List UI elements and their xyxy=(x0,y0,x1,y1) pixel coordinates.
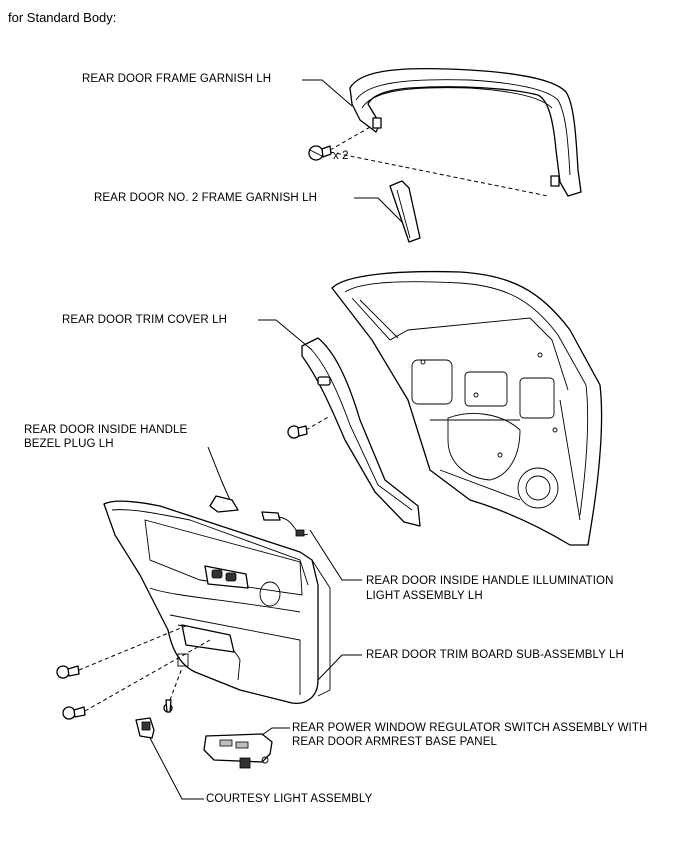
label-illumination-line2: LIGHT ASSEMBLY LH xyxy=(366,590,483,602)
label-switch-line1: REAR POWER WINDOW REGULATOR SWITCH ASSEM… xyxy=(292,722,648,734)
rear-door-frame-garnish-part xyxy=(349,67,582,197)
diagram-variant-heading: for Standard Body: xyxy=(8,10,117,25)
label-bezel-plug-line2: BEZEL PLUG LH xyxy=(24,438,114,450)
trim-board-clip-part xyxy=(163,699,173,713)
rear-door-panel-part xyxy=(331,270,603,546)
trim-board-screw-lower-part xyxy=(62,706,86,720)
garnish-clip-part xyxy=(308,145,332,161)
switch-leader xyxy=(261,727,290,736)
label-bezel-plug-line1: REAR DOOR INSIDE HANDLE xyxy=(24,424,188,436)
trim-cover-clip-part xyxy=(287,425,308,439)
label-frame-garnish: REAR DOOR FRAME GARNISH LH xyxy=(82,73,272,85)
rear-door-trim-cover-part xyxy=(301,337,421,527)
bezel-plug-leader xyxy=(207,446,231,501)
label-switch-line2: REAR DOOR ARMREST BASE PANEL xyxy=(292,736,497,748)
power-window-switch-part xyxy=(203,733,273,769)
label-courtesy-light: COURTESY LIGHT ASSEMBLY xyxy=(206,793,373,805)
label-trim-cover: REAR DOOR TRIM COVER LH xyxy=(62,314,228,326)
no2-frame-garnish-leader xyxy=(354,197,403,223)
illumination-leader xyxy=(309,529,362,581)
courtesy-light-part xyxy=(135,717,155,739)
handle-illumination-light-part xyxy=(261,511,309,537)
trim-cover-leader xyxy=(258,319,313,351)
label-illumination-line1: REAR DOOR INSIDE HANDLE ILLUMINATION xyxy=(366,575,614,587)
rear-door-trim-board-part xyxy=(103,500,331,704)
courtesy-light-leader xyxy=(149,737,204,800)
label-no2-frame-garnish: REAR DOOR NO. 2 FRAME GARNISH LH xyxy=(94,192,318,204)
label-trim-board: REAR DOOR TRIM BOARD SUB-ASSEMBLY LH xyxy=(366,649,624,661)
frame-garnish-leader xyxy=(302,79,353,107)
inside-handle-bezel-plug-part xyxy=(209,495,239,513)
rear-door-no2-frame-garnish-part xyxy=(389,180,421,243)
trim-board-screw-upper-part xyxy=(56,665,80,679)
trim-board-leader xyxy=(317,654,362,681)
label-clip-quantity: x 2 xyxy=(333,150,349,162)
